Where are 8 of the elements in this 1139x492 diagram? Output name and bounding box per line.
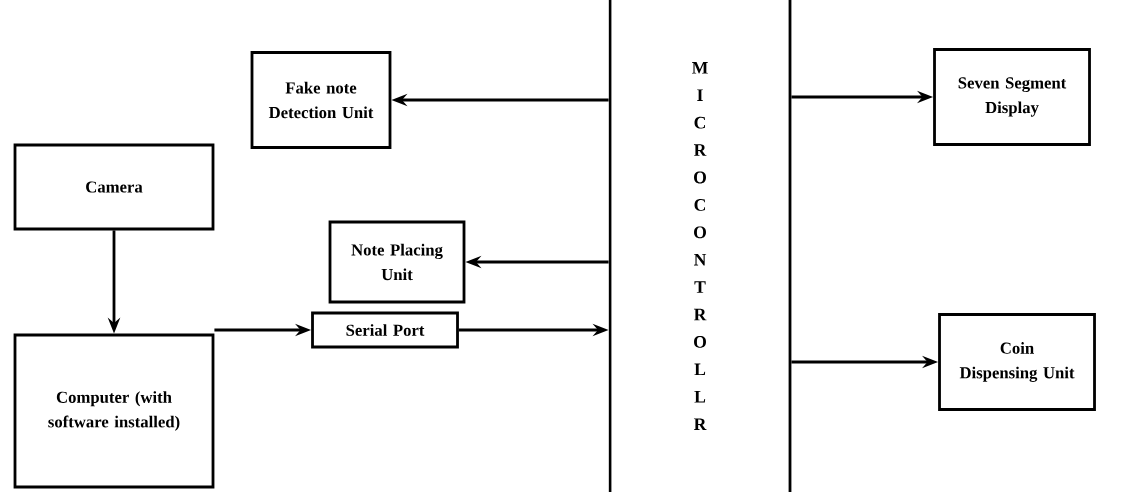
process-box: Serial Port bbox=[311, 311, 459, 349]
process-box: Camera bbox=[13, 143, 215, 231]
process-box: Coin Dispensing Unit bbox=[938, 313, 1096, 411]
process-box: Note Placing Unit bbox=[328, 220, 466, 304]
process-box: Computer (with software installed) bbox=[13, 333, 215, 489]
process-box: Fake note Detection Unit bbox=[250, 51, 392, 149]
controller-box: M I C R O C O N T R O L L R bbox=[608, 0, 792, 492]
process-box: Seven Segment Display bbox=[933, 48, 1091, 146]
